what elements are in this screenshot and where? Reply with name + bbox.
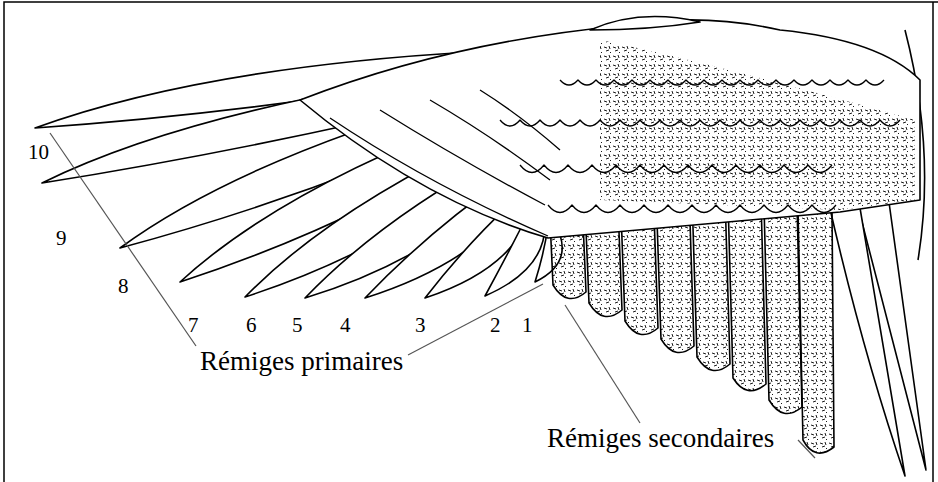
part-label: Rémiges primaires (198, 348, 405, 375)
callout-number: 5 (292, 315, 303, 336)
leader-lines (50, 133, 815, 458)
callout-number: 3 (415, 315, 426, 336)
callout-number: 9 (56, 228, 67, 249)
callout-number: 2 (490, 315, 501, 336)
callout-number: 8 (118, 276, 129, 297)
callout-number: 1 (522, 315, 533, 336)
callout-number: 7 (188, 315, 199, 336)
callout-number: 4 (340, 315, 351, 336)
callout-number: 10 (28, 142, 49, 163)
callout-number: 6 (246, 315, 257, 336)
part-label: Rémiges secondaires (545, 425, 776, 452)
